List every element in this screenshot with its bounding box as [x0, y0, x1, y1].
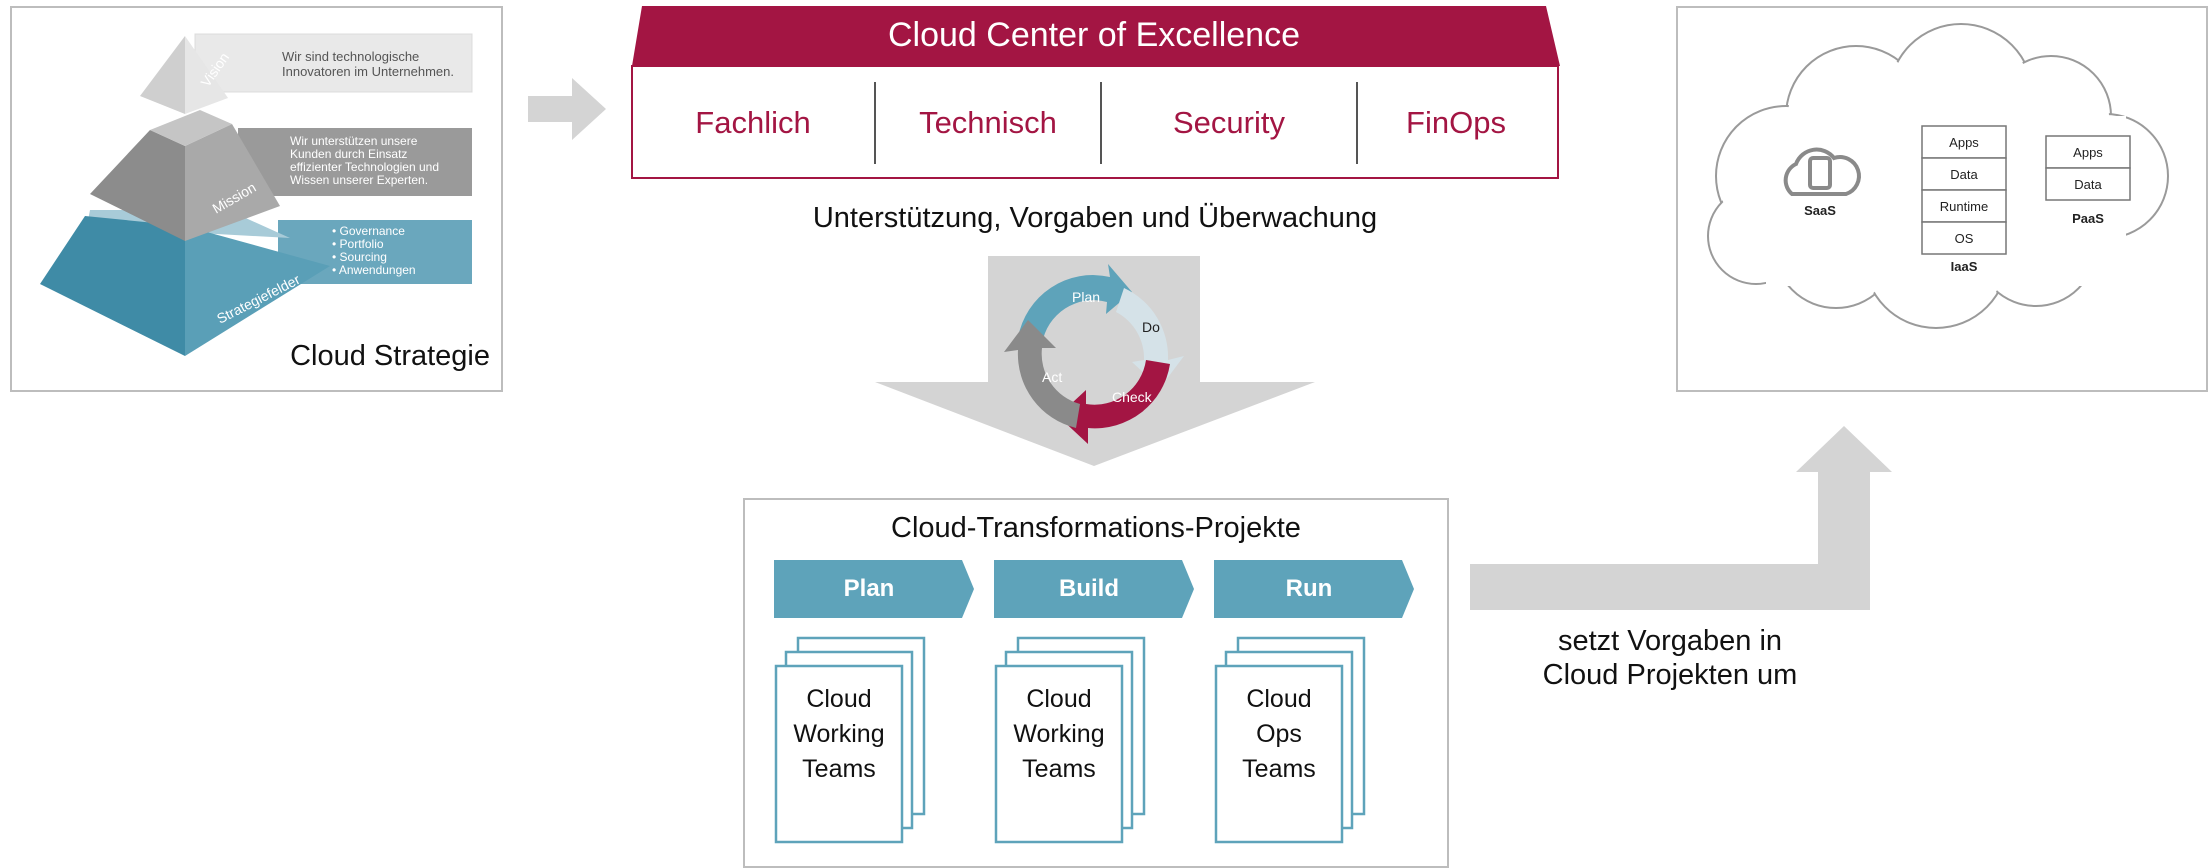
mission-text-box [238, 128, 472, 196]
team-label-2: Cloud Working Teams [996, 682, 1122, 787]
turn-up-arrow-icon [1470, 426, 1892, 610]
team-stack-2 [994, 636, 1146, 844]
team-line: Teams [1022, 755, 1096, 783]
iaas-label: IaaS [1951, 259, 1978, 274]
team-stack-1 [774, 636, 926, 844]
iaas-item: Runtime [1940, 199, 1988, 214]
phase-arrow-run [1214, 560, 1414, 618]
fields-item: • Governance [332, 224, 405, 238]
mission-text-line: Wir unterstützen unsere [290, 134, 418, 148]
team-line: Teams [1242, 755, 1316, 783]
phase-arrows [774, 560, 1414, 618]
pyramid-vision-right [185, 36, 228, 114]
iaas-item: OS [1955, 231, 1974, 246]
ccoe-header [632, 6, 1560, 66]
paas-item: Data [2074, 177, 2102, 192]
projects-title: Cloud-Transformations-Projekte [891, 512, 1301, 544]
team-line: Teams [802, 755, 876, 783]
fields-item: • Sourcing [332, 250, 387, 264]
cloud-diagram: SaaS Apps Data Runtime OS IaaS Apps Data… [1707, 23, 2169, 329]
check-segment [1058, 360, 1170, 444]
team-line: Cloud [806, 685, 872, 713]
vision-text-box [194, 33, 473, 93]
paas-item: Apps [2073, 145, 2103, 160]
ccoe-box [622, 6, 1566, 179]
cloud-device-icon [1783, 147, 1861, 196]
iaas-item: Apps [1949, 135, 1979, 150]
pyramid-mission-top [150, 110, 232, 146]
act-label: Act [1042, 369, 1062, 385]
do-segment [1116, 288, 1184, 388]
ccoe-divider [1356, 82, 1358, 164]
mission-text-line: Kunden durch Einsatz [290, 147, 407, 161]
vision-text-line: Innovatoren im Unternehmen. [282, 64, 454, 79]
team-label-1: Cloud Working Teams [776, 682, 902, 787]
phase-label-plan: Plan [843, 575, 895, 602]
paas-stack [2045, 135, 2131, 201]
strategy-pyramid: Wir sind technologische Innovatoren im U… [40, 33, 473, 356]
plan-label: Plan [1072, 289, 1100, 305]
iaas-item: Data [1950, 167, 1978, 182]
phase-arrow-build [994, 560, 1194, 618]
ccoe-title: Cloud Center of Excellence [887, 15, 1300, 54]
pyramid-mission-right [185, 124, 280, 241]
pyramid-vision-left [140, 36, 185, 114]
paas-label: PaaS [2072, 211, 2104, 226]
fields-item: • Anwendungen [332, 263, 416, 277]
phase-label-run: Run [1285, 575, 1333, 602]
iaas-stack [1921, 125, 2007, 255]
implement-line-2: Cloud Projekten um [1542, 659, 1798, 691]
ccoe-subtitle: Unterstützung, Vorgaben und Überwachung [812, 202, 1378, 234]
team-line: Cloud [1026, 685, 1092, 713]
team-stack-3 [1214, 636, 1366, 844]
ccoe-cell-security: Security [1173, 104, 1285, 140]
do-label: Do [1142, 319, 1160, 335]
ccoe-cell-finops: FinOps [1406, 104, 1506, 140]
check-label: Check [1112, 389, 1153, 405]
team-line: Cloud [1246, 685, 1312, 713]
team-line: Working [1013, 720, 1105, 748]
ccoe-cell-fachlich: Fachlich [695, 104, 811, 140]
pyramid-mission-left [90, 130, 185, 241]
vision-text-line: Wir sind technologische [282, 49, 419, 64]
ccoe-cell-technisch: Technisch [919, 104, 1057, 140]
phase-arrow-plan [774, 560, 974, 618]
plan-segment [1018, 264, 1132, 344]
ccoe-divider [874, 82, 876, 164]
arrow-down-icon [875, 256, 1315, 466]
mission-text-line: effizienter Technologien und [290, 160, 439, 174]
pyramid-base-left [40, 216, 185, 356]
act-segment [1004, 320, 1080, 428]
pyramid-base-right [185, 226, 330, 356]
implement-caption: setzt Vorgaben in Cloud Projekten um [1470, 624, 1870, 692]
arrow-right-icon [528, 78, 606, 140]
ccoe-divider [1100, 82, 1102, 164]
fields-item: • Portfolio [332, 237, 384, 251]
mission-text-line: Wissen unserer Experten. [290, 173, 428, 187]
pdca-cycle: Plan Do Check Act [875, 256, 1315, 466]
team-label-3: Cloud Ops Teams [1216, 682, 1342, 787]
strategy-caption: Cloud Strategie [290, 340, 490, 372]
team-stacks [774, 636, 1366, 844]
phase-label-build: Build [1059, 575, 1119, 602]
team-line: Working [793, 720, 885, 748]
team-line: Ops [1256, 720, 1302, 748]
implement-line-1: setzt Vorgaben in [1557, 625, 1783, 657]
saas-label: SaaS [1804, 203, 1836, 218]
